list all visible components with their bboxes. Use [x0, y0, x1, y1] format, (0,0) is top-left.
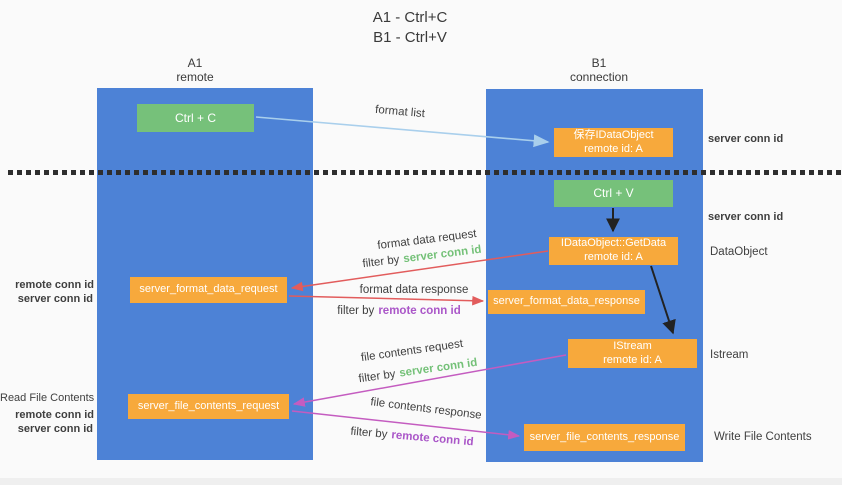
- node-istream: IStream remote id: A: [568, 339, 697, 368]
- label-remote-conn-id-left-2: remote conn id: [15, 409, 94, 421]
- footer-strip: [0, 478, 842, 485]
- label-remote-conn-id-left-1: remote conn id: [15, 279, 94, 291]
- node-server-format-data-response: server_format_data_response: [488, 290, 645, 314]
- node-format-response-label: server_format_data_response: [493, 295, 640, 308]
- label-server-conn-id-left-2: server conn id: [17, 423, 93, 435]
- node-save-idataobject-line2: remote id: A: [584, 142, 643, 155]
- arrow-file-contents-response: [291, 410, 521, 440]
- label-server-conn-id-right-1: server conn id: [708, 133, 784, 145]
- label-istream: Istream: [710, 349, 749, 361]
- node-getdata-line1: IDataObject::GetData: [560, 237, 667, 250]
- lane-a1-subtitle: remote: [176, 70, 214, 84]
- label-format-data-response: format data response: [359, 284, 469, 296]
- title-line-2: B1 - Ctrl+V: [373, 29, 447, 46]
- node-ctrl-v: Ctrl + V: [554, 180, 673, 207]
- arrow-format-list: [255, 116, 550, 148]
- node-ctrl-v-label: Ctrl + V: [593, 186, 634, 200]
- arrow-format-data-response: [288, 295, 485, 306]
- filter-by-text: filter by: [337, 305, 375, 317]
- node-format-request-label: server_format_data_request: [139, 283, 278, 296]
- node-idataobject-getdata: IDataObject::GetData remote id: A: [549, 237, 678, 265]
- label-server-conn-id-left-1: server conn id: [17, 293, 93, 305]
- arrow-file-contents-request: [292, 354, 567, 407]
- node-file-response-label: server_file_contents_response: [529, 430, 680, 443]
- diagram-title: A1 - Ctrl+C B1 - Ctrl+V: [310, 8, 510, 48]
- node-file-request-label: server_file_contents_request: [137, 399, 280, 412]
- lane-header-a1: A1 remote: [135, 56, 255, 84]
- dotted-divider-line: [8, 170, 842, 175]
- node-istream-line2: remote id: A: [603, 353, 662, 366]
- lane-b1-name: B1: [591, 56, 607, 70]
- node-server-file-contents-request: server_file_contents_request: [128, 394, 289, 419]
- node-save-idataobject-line1: 保存IDataObject: [573, 128, 654, 141]
- lane-b1-subtitle: connection: [569, 70, 629, 84]
- node-save-idataobject: 保存IDataObject remote id: A: [554, 128, 673, 157]
- node-ctrl-c: Ctrl + C: [137, 104, 254, 132]
- node-getdata-line2: remote id: A: [584, 251, 643, 263]
- remote-conn-id-text: remote conn id: [378, 305, 461, 317]
- node-server-file-contents-response: server_file_contents_response: [524, 424, 685, 451]
- node-istream-line1: IStream: [613, 339, 652, 352]
- lane-a1-name: A1: [187, 56, 203, 70]
- arrow-format-data-request: [290, 250, 549, 292]
- label-read-file-contents: Read File Contents: [0, 392, 95, 404]
- arrow-getdata-to-istream: [650, 265, 676, 335]
- label-write-file-contents: Write File Contents: [714, 431, 812, 443]
- label-dataobject: DataObject: [710, 246, 768, 258]
- title-line-1: A1 - Ctrl+C: [372, 9, 448, 26]
- label-server-conn-id-right-2: server conn id: [708, 211, 784, 223]
- node-server-format-data-request: server_format_data_request: [130, 277, 287, 303]
- node-ctrl-c-label: Ctrl + C: [174, 110, 216, 125]
- lane-header-b1: B1 connection: [539, 56, 659, 84]
